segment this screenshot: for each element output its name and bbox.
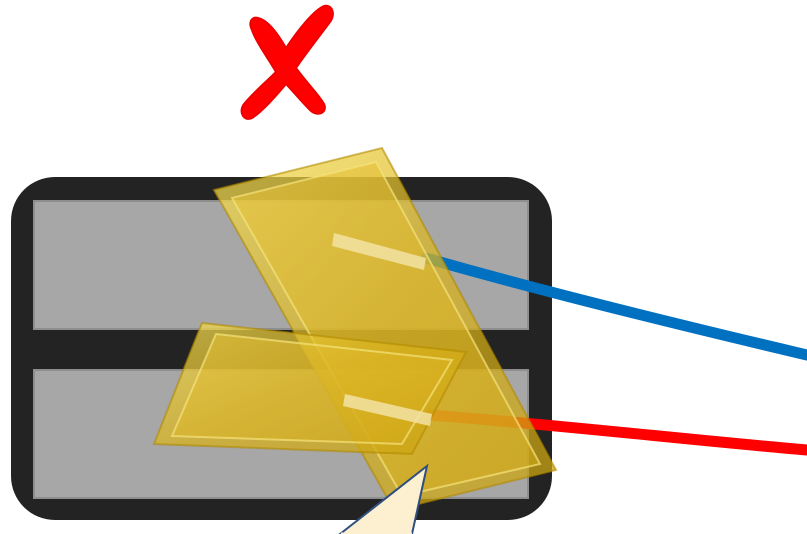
cross-mark-icon	[242, 6, 333, 119]
